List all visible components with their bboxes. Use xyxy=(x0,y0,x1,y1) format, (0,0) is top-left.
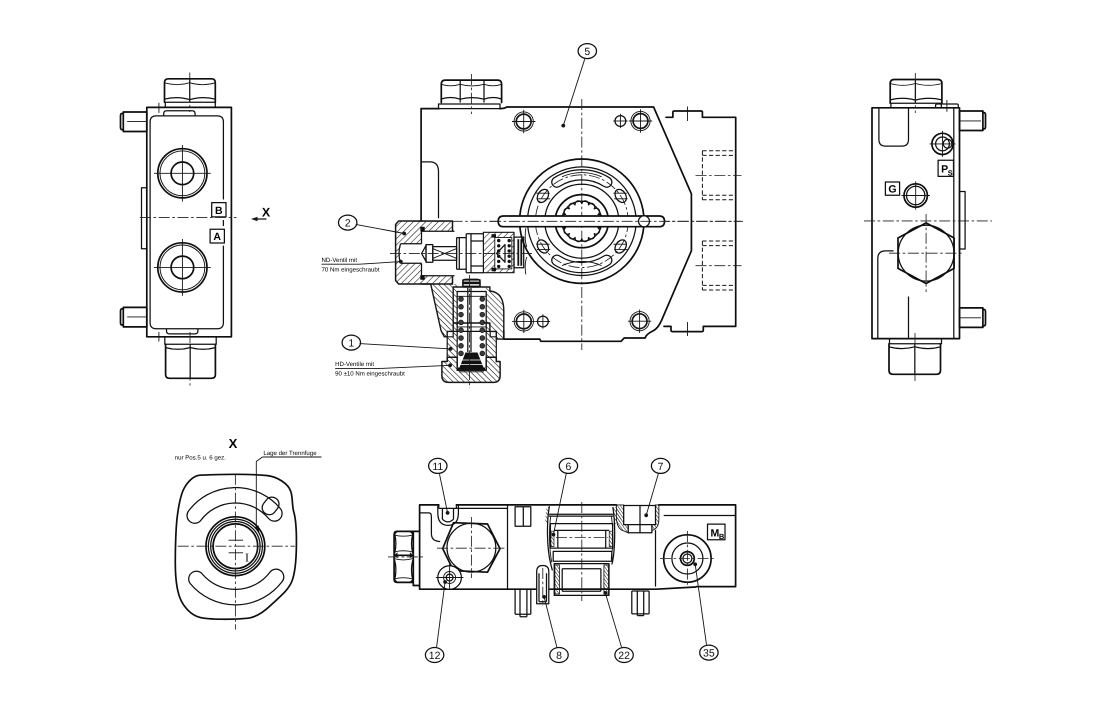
svg-text:HD-Ventile mit: HD-Ventile mit xyxy=(335,361,374,368)
svg-text:I: I xyxy=(245,551,249,565)
svg-text:B: B xyxy=(719,532,725,541)
svg-text:22: 22 xyxy=(618,650,630,662)
svg-text:X: X xyxy=(262,206,271,220)
svg-text:1: 1 xyxy=(348,338,354,350)
svg-text:B: B xyxy=(215,205,223,217)
svg-text:A: A xyxy=(213,231,221,243)
svg-text:90 ±10 Nm eingeschraubt: 90 ±10 Nm eingeschraubt xyxy=(335,371,405,378)
svg-text:7: 7 xyxy=(658,461,664,473)
svg-text:5: 5 xyxy=(584,46,590,58)
svg-text:12: 12 xyxy=(429,650,441,662)
svg-text:70 Nm eingeschraubt: 70 Nm eingeschraubt xyxy=(322,266,380,273)
svg-text:nur Pos.5 u. 6 gez.: nur Pos.5 u. 6 gez. xyxy=(175,454,226,461)
svg-text:2: 2 xyxy=(345,218,351,230)
svg-text:P: P xyxy=(941,164,948,176)
svg-text:35: 35 xyxy=(703,648,715,660)
svg-text:8: 8 xyxy=(556,650,562,662)
svg-text:M: M xyxy=(711,527,720,539)
svg-text:Lage der Trennfuge: Lage der Trennfuge xyxy=(263,450,317,457)
svg-text:S: S xyxy=(948,168,953,177)
svg-text:6: 6 xyxy=(565,461,571,473)
svg-text:X: X xyxy=(229,436,238,451)
svg-text:G: G xyxy=(888,184,896,196)
svg-text:ND-Ventil mit: ND-Ventil mit xyxy=(322,257,358,264)
svg-text:11: 11 xyxy=(432,461,443,473)
